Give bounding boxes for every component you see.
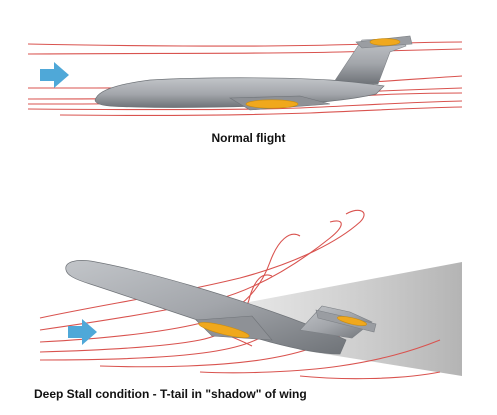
deep-stall-panel [39, 209, 462, 380]
airplane-icon [65, 260, 377, 355]
airflow-line [39, 209, 365, 319]
deep-stall-caption: Deep Stall condition - T-tail in "shadow… [34, 387, 307, 401]
normal-flight-caption-text: Normal flight [211, 131, 286, 145]
airflow-line [59, 106, 463, 116]
arrow-right-icon [68, 319, 97, 345]
normal-flight-panel [27, 35, 463, 116]
airflow-line [299, 371, 441, 380]
airflow-line [39, 220, 342, 331]
arrow-right-icon [40, 62, 69, 88]
deep-stall-caption-text: Deep Stall condition - T-tail in "shadow… [34, 387, 307, 401]
airflow-line [27, 48, 463, 55]
airplane-icon [94, 35, 413, 111]
normal-flight-caption: Normal flight [0, 131, 497, 145]
airflow-line [27, 100, 463, 111]
airflow-line [199, 339, 441, 374]
airflow-line [27, 41, 463, 47]
